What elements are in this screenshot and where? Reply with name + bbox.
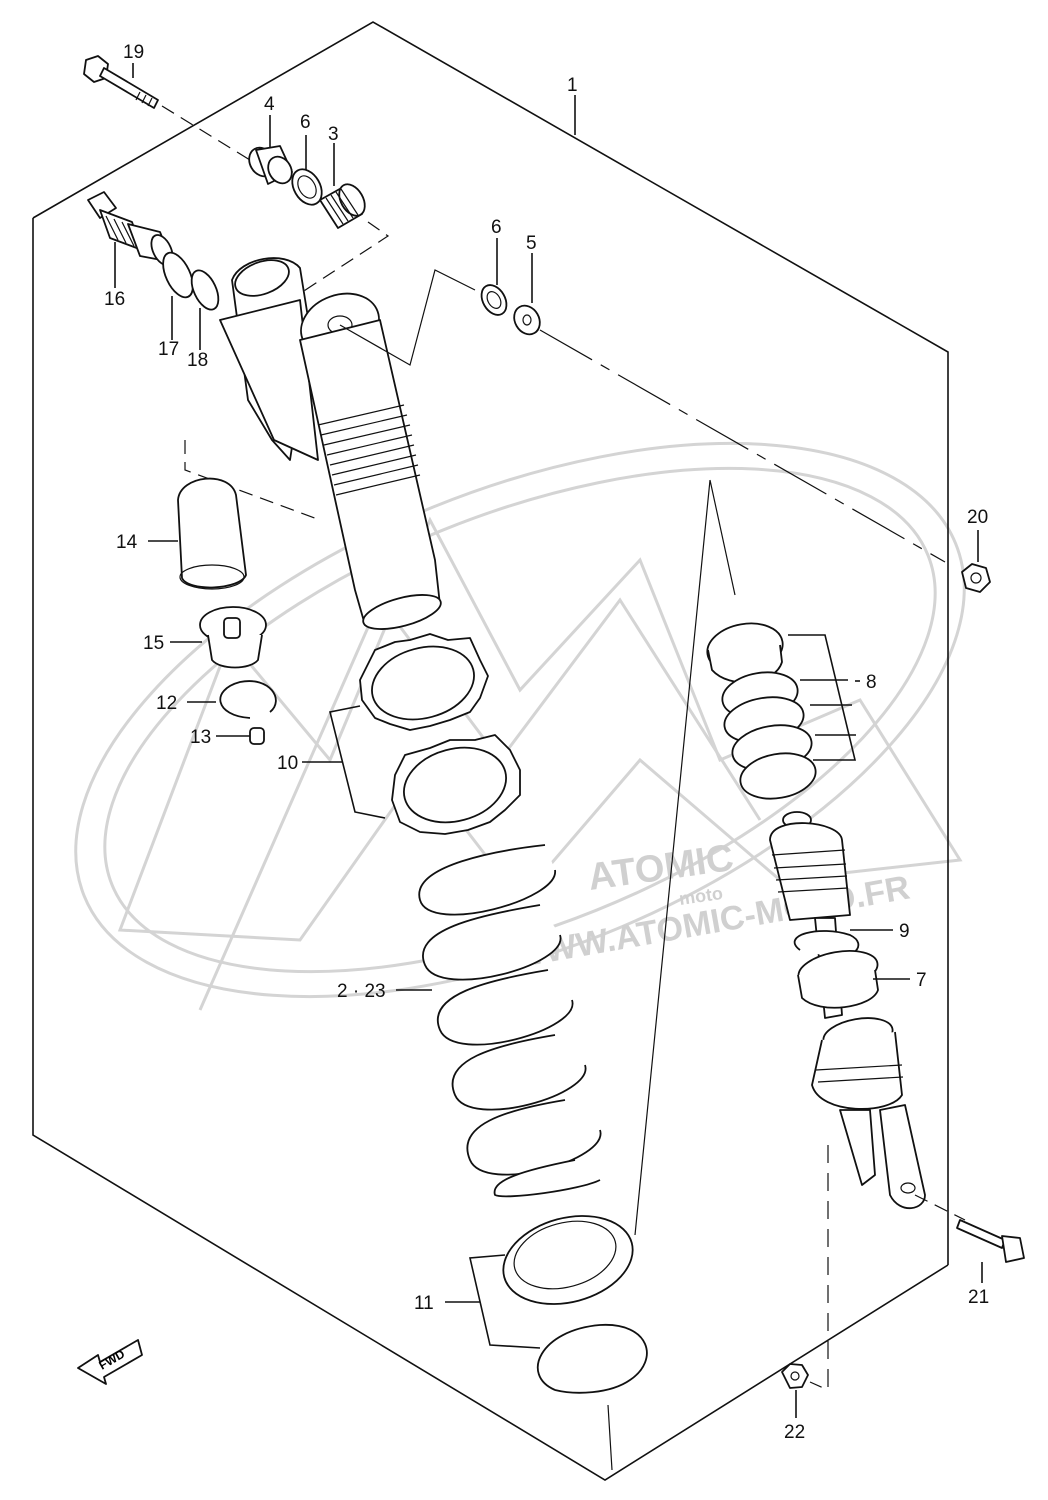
reservoir-cap-15 [199,606,267,669]
callout-9: 9 [899,921,910,942]
lock-nut-10-upper [359,633,489,731]
callout-3: 3 [328,124,339,145]
needle-bearing-3 [289,183,390,301]
callout-21: 21 [968,1287,989,1308]
o-ring-17 [162,251,194,299]
bolt-21 [956,1219,1025,1263]
bolt-19 [83,55,251,161]
callout-6-upper: 6 [300,112,311,133]
callout-10: 10 [277,753,298,774]
callout-22: 22 [784,1422,805,1443]
bracket-8 [788,634,857,761]
callout-labels: 1 19 4 6 3 6 5 16 17 18 20 14 15 8 12 13… [104,42,989,1443]
seal-6-right [480,284,508,316]
callout-17: 17 [158,339,179,360]
callout-leaders [114,63,983,1418]
shock-body [299,269,476,630]
adjuster-16 [87,191,174,266]
callout-4: 4 [264,94,275,115]
snap-ring-12 [219,680,277,719]
callout-15: 15 [143,633,164,654]
nut-20 [961,563,991,593]
callout-11: 11 [414,1293,434,1314]
shock-reservoir [184,257,321,521]
lock-nut-10-lower [391,734,521,835]
callout-2-23: 2 · 23 [337,981,386,1002]
nut-22 [781,1363,809,1389]
callout-14: 14 [116,532,138,553]
callout-19: 19 [123,42,144,63]
valve-13 [249,727,265,745]
assembly-frame [32,21,949,1481]
callout-18: 18 [187,350,208,371]
callout-20: 20 [967,507,988,528]
callout-13: 13 [190,727,211,748]
o-ring-18 [190,269,220,311]
callout-7: 7 [916,970,927,991]
spring-2-23 [418,844,602,1198]
seal-6-upper [291,168,323,206]
callout-5: 5 [526,233,537,254]
callout-12: 12 [156,693,177,714]
callout-16: 16 [104,289,125,310]
callout-1: 1 [567,75,578,96]
collar-7 [797,950,879,1009]
stack-8 [706,622,817,800]
lower-clevis [811,1017,966,1221]
bladder-14 [177,477,247,590]
collar-4 [248,145,293,185]
spring-seat-11 [502,1215,634,1305]
washer-5 [513,304,946,563]
bracket-10 [329,705,386,819]
callout-6-right: 6 [491,217,502,238]
ring-11 [536,1324,648,1394]
callout-8: 8 [866,672,877,693]
fwd-arrow-icon: FWD [77,1339,143,1385]
